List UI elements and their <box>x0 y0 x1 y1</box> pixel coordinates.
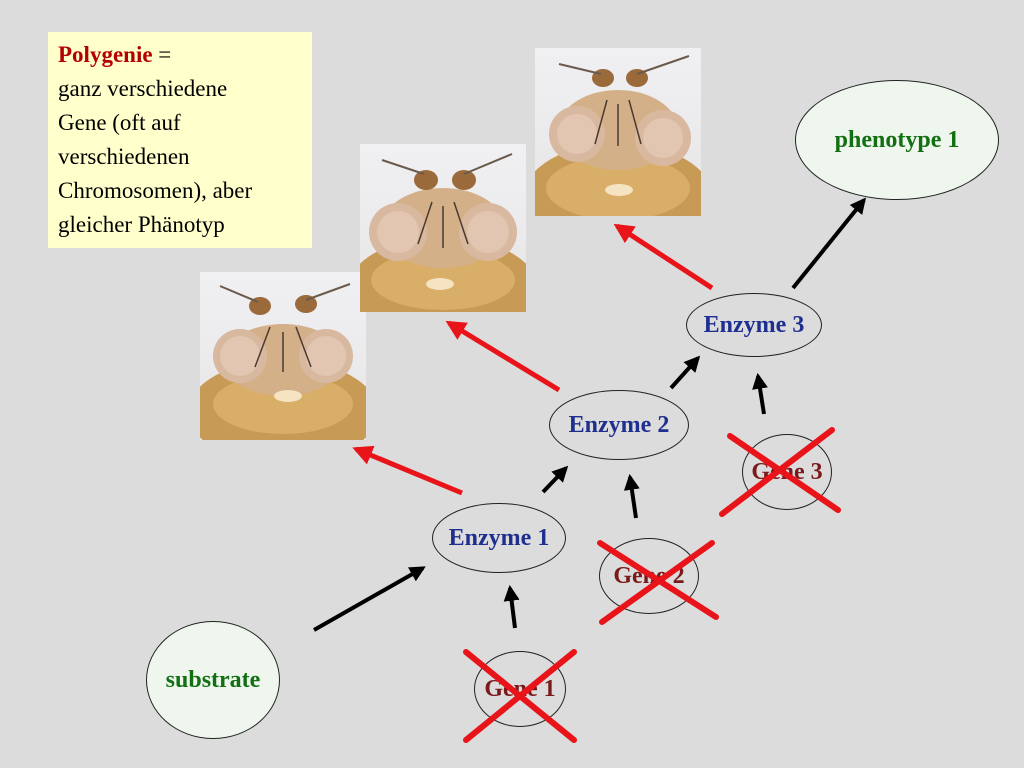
fly-head-photo-2 <box>360 144 526 312</box>
arrow-gene3-to-enzyme3 <box>752 372 768 415</box>
fly-head-photo-1 <box>200 272 366 440</box>
note-term: Polygenie <box>58 42 153 67</box>
red-arrow-enzyme1-to-photo1 <box>352 445 463 496</box>
enzyme-2-node: Enzyme 2 <box>549 390 689 460</box>
arrow-enzyme1-to-enzyme2 <box>541 465 569 494</box>
fly-head-icon <box>360 153 526 312</box>
arrow-substrate-to-enzyme1 <box>313 566 426 632</box>
gene-1-node: Gene 1 <box>474 651 566 727</box>
arrow-enzyme2-to-enzyme3 <box>669 355 701 390</box>
arrow-enzyme3-to-phenotype <box>791 197 867 290</box>
fly-head-icon <box>200 283 366 440</box>
fly-head-photo-3 <box>535 48 701 216</box>
note-line: verschiedenen <box>58 144 190 169</box>
enzyme-3-node: Enzyme 3 <box>686 293 822 357</box>
gene-3-node: Gene 3 <box>742 434 832 510</box>
enzyme-1-node: Enzyme 1 <box>432 503 566 573</box>
arrow-gene2-to-enzyme2 <box>623 473 640 519</box>
note-line: gleicher Phänotyp <box>58 212 225 237</box>
gene-2-node: Gene 2 <box>599 538 699 614</box>
red-arrow-enzyme2-to-photo2 <box>445 320 561 393</box>
definition-note: Polygenie = ganz verschiedene Gene (oft … <box>48 32 312 248</box>
red-arrow-enzyme3-to-photo3 <box>613 223 714 291</box>
note-equals: = <box>152 42 172 67</box>
phenotype-node: phenotype 1 <box>795 80 999 200</box>
note-line: Gene (oft auf <box>58 110 181 135</box>
note-line: Chromosomen), aber <box>58 178 253 203</box>
note-heading: Polygenie = <box>58 38 302 72</box>
note-line: ganz verschiedene <box>58 76 228 101</box>
arrow-gene1-to-enzyme1 <box>503 584 520 629</box>
substrate-node: substrate <box>146 621 280 739</box>
fly-head-icon <box>535 55 701 216</box>
